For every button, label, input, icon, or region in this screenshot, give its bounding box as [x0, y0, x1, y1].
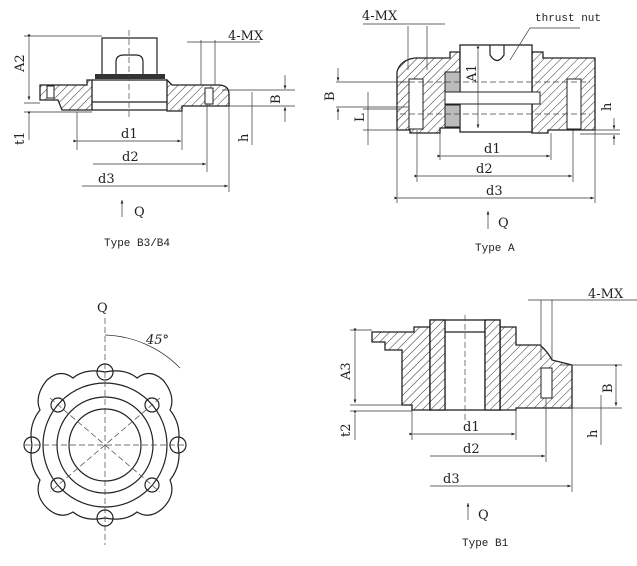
label-h: h — [600, 102, 615, 111]
label-l: L — [353, 113, 368, 122]
label-h: h — [237, 133, 252, 142]
label-d1: d1 — [484, 142, 501, 157]
label-d1: d1 — [463, 420, 480, 435]
caption-type-b1: Type B1 — [462, 538, 509, 550]
label-d2: d2 — [463, 442, 480, 457]
label-d2: d2 — [122, 150, 139, 165]
label-mx: 4-MX — [228, 29, 264, 44]
label-t1: t1 — [13, 132, 28, 146]
label-a2: A2 — [13, 54, 28, 73]
label-t2: t2 — [339, 424, 354, 438]
view-type-b1: 4-MX A3 t2 B h d1 d2 d3 Q Type B1 — [339, 287, 637, 550]
caption-type-a: Type A — [475, 243, 515, 255]
label-q: Q — [498, 216, 509, 231]
label-q: Q — [134, 205, 145, 220]
label-b: B — [601, 383, 616, 393]
label-d2: d2 — [476, 162, 493, 177]
label-mx: 4-MX — [588, 287, 624, 302]
view-top: Q 45° — [23, 301, 187, 545]
label-d3: d3 — [486, 184, 503, 199]
label-h: h — [586, 429, 601, 438]
label-b: B — [323, 91, 338, 101]
caption-type-b3-b4: Type B3/B4 — [104, 238, 170, 250]
label-angle: 45° — [145, 333, 169, 348]
view-type-b3-b4: 4-MX A2 t1 B h d1 d2 d3 Q Type B3/B4 — [13, 29, 295, 250]
label-b: B — [269, 94, 284, 104]
label-q: Q — [478, 508, 489, 523]
label-thrust-nut: thrust nut — [535, 13, 601, 25]
label-d3: d3 — [443, 472, 460, 487]
label-a1: A1 — [465, 64, 480, 83]
label-d1: d1 — [121, 127, 138, 142]
label-a3: A3 — [339, 362, 354, 381]
label-q: Q — [97, 301, 108, 316]
label-d3: d3 — [98, 172, 115, 187]
label-mx: 4-MX — [362, 9, 398, 24]
view-type-a: 4-MX thrust nut B L A1 h d1 d2 d3 Q Type… — [323, 9, 620, 255]
